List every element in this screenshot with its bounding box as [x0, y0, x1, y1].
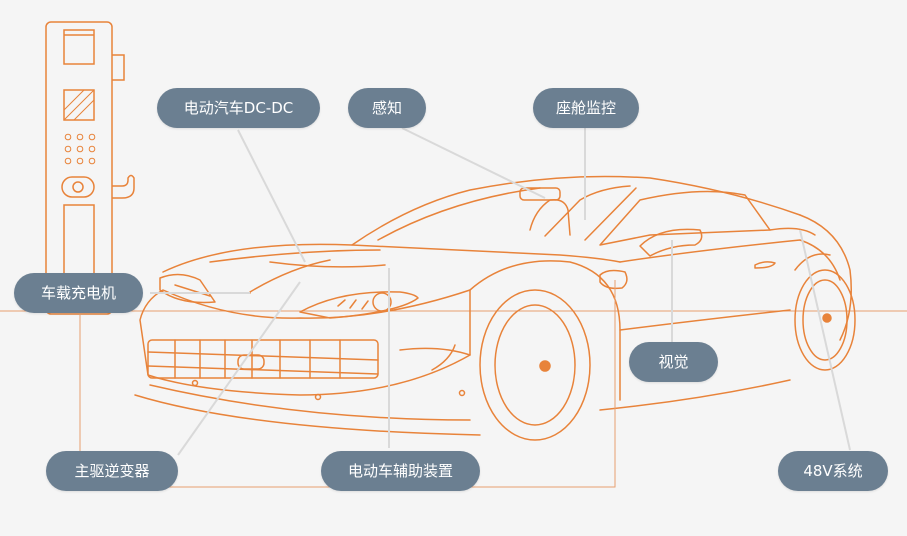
sensing-label[interactable]: 感知 — [348, 88, 426, 128]
sports-car-outline — [134, 175, 856, 441]
ev-charging-station-icon — [45, 21, 135, 315]
main-inverter-label[interactable]: 主驱逆变器 — [46, 451, 178, 491]
ev-auxiliary-label[interactable]: 电动车辅助装置 — [321, 451, 480, 491]
leader-lines — [150, 127, 851, 456]
cabin-monitoring-label[interactable]: 座舱监控 — [533, 88, 639, 128]
onboard-charger-label[interactable]: 车载充电机 — [14, 273, 143, 313]
vision-label[interactable]: 视觉 — [629, 342, 718, 382]
dcdc-label[interactable]: 电动汽车DC-DC — [157, 88, 320, 128]
48v-system-label[interactable]: 48V系统 — [778, 451, 888, 491]
